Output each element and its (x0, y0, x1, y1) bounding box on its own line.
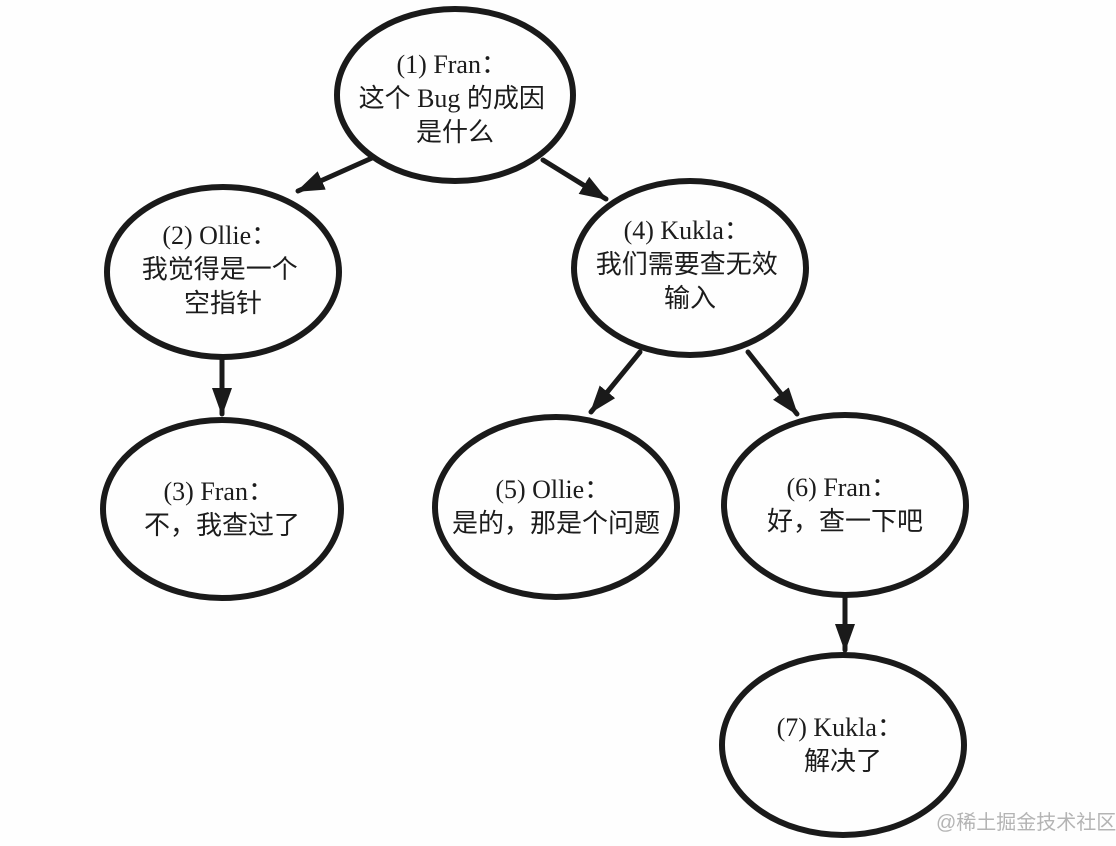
node-1-text: (1) Fran： 这个 Bug 的成因 是什么 (359, 50, 552, 147)
node-6-ellipse (721, 412, 969, 598)
node-2-ellipse (104, 184, 342, 360)
node-3-text: (3) Fran： 不，我查过了 (144, 477, 300, 540)
node-2-header: (2) Ollie： (162, 221, 277, 250)
node-1-ellipse (334, 6, 576, 184)
node-4: (4) Kukla： 我们需要查无效 输入 (571, 178, 809, 358)
edge-arrow-1-4 (540, 157, 609, 202)
node-4-ellipse (571, 178, 809, 358)
node-3: (3) Fran： 不，我查过了 (100, 417, 344, 601)
edge-arrow-1-2 (295, 155, 375, 194)
node-6-line: 好，查一下吧 (767, 507, 923, 536)
edge-arrow-4-5 (588, 349, 643, 415)
node-5-header: (5) Ollie： (495, 475, 610, 504)
node-4-line: 我们需要查无效 (596, 250, 778, 279)
edge-arrow-4-6 (745, 349, 800, 417)
edges-group (212, 155, 855, 653)
node-3-line: 不，我查过了 (144, 511, 300, 540)
node-1-line: 是什么 (416, 118, 494, 147)
node-2: (2) Ollie： 我觉得是一个 空指针 (104, 184, 342, 360)
node-5: (5) Ollie： 是的，那是个问题 (432, 414, 680, 600)
node-7-line: 解决了 (804, 747, 882, 776)
node-1-header: (1) Fran： (397, 50, 507, 79)
node-6-header: (6) Fran： (787, 473, 897, 502)
node-2-line: 我觉得是一个 (142, 255, 298, 284)
node-7-header: (7) Kukla： (777, 713, 903, 742)
node-4-header: (4) Kukla： (624, 216, 750, 245)
node-1-line: 这个 Bug 的成因 (359, 84, 545, 113)
node-1: (1) Fran： 这个 Bug 的成因 是什么 (334, 6, 576, 184)
node-6-text: (6) Fran： 好，查一下吧 (767, 473, 923, 536)
node-7-text: (7) Kukla： 解决了 (777, 713, 910, 776)
node-7-ellipse (719, 652, 967, 838)
node-5-text: (5) Ollie： 是的，那是个问题 (452, 475, 660, 538)
node-3-ellipse (100, 417, 344, 601)
node-7: (7) Kukla： 解决了 (719, 652, 967, 838)
watermark: @稀土掘金技术社区 (936, 811, 1116, 834)
node-5-line: 是的，那是个问题 (452, 509, 660, 538)
node-4-line: 输入 (664, 284, 716, 313)
node-5-ellipse (432, 414, 680, 600)
node-6: (6) Fran： 好，查一下吧 (721, 412, 969, 598)
node-4-text: (4) Kukla： 我们需要查无效 输入 (596, 216, 785, 313)
node-2-line: 空指针 (184, 289, 262, 318)
node-2-text: (2) Ollie： 我觉得是一个 空指针 (142, 221, 305, 318)
node-3-header: (3) Fran： (164, 477, 274, 506)
